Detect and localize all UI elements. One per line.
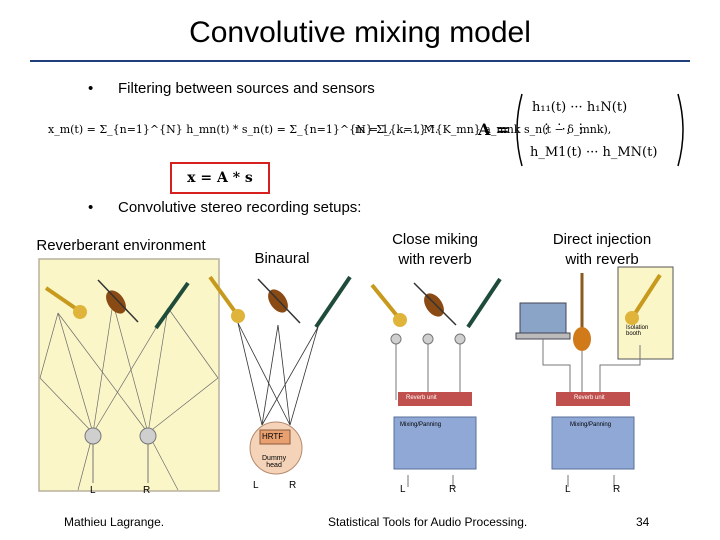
trumpet-icon	[625, 273, 662, 325]
matrix-lhs: A =	[478, 120, 510, 139]
trumpet-icon	[370, 283, 407, 327]
binaural-diagram	[208, 275, 352, 475]
matrix-row-1: h₁₁(t) ··· h₁N(t)	[532, 100, 628, 115]
direct-injection-right-label: R	[613, 484, 621, 495]
violin-icon	[413, 282, 457, 326]
direct-injection-diagram	[515, 266, 674, 487]
bullet-marker: •	[88, 199, 94, 216]
binaural-paths	[237, 322, 319, 426]
direct-injection-left-label: L	[565, 484, 571, 495]
compact-mixing-equation: x = A * s	[170, 162, 270, 194]
bullet-text: Filtering between sources and sensors	[118, 80, 375, 97]
hrtf-block	[259, 429, 291, 445]
mixing-panning-label: Mixing/Panning	[570, 422, 612, 428]
close-miking-right-label: R	[449, 484, 457, 495]
binaural-left-label: L	[253, 480, 259, 491]
footer-course: Statistical Tools for Audio Processing.	[328, 515, 528, 529]
binaural-right-label: R	[289, 480, 297, 491]
reverberant-right-label: R	[143, 485, 151, 496]
reverb-unit-label: Reverb unit	[406, 395, 437, 401]
reflection-paths	[39, 302, 219, 491]
dummy-head-label: Dummy head	[262, 455, 287, 469]
panel-label-binaural: Binaural	[254, 250, 310, 267]
close-miking-diagram	[370, 277, 502, 487]
clarinet-icon	[314, 275, 352, 329]
matrix-row-3: h_M1(t) ··· h_MN(t)	[530, 145, 658, 160]
footer-author: Mathieu Lagrange.	[64, 515, 165, 529]
panel-label-reverberant: Reverberant environment	[36, 237, 206, 254]
reverberant-left-label: L	[90, 485, 96, 496]
close-miking-left-label: L	[400, 484, 406, 495]
clarinet-icon	[466, 277, 502, 329]
panel-label-close-miking: Close miking with reverb	[392, 231, 478, 268]
clarinet-icon	[154, 281, 190, 330]
mixer-block	[551, 416, 635, 470]
title-divider	[30, 60, 690, 62]
mixer-block	[393, 416, 477, 470]
panel-label-direct-injection: Direct injection with reverb	[552, 231, 652, 268]
bullet-marker: •	[88, 80, 94, 97]
matrix-brackets	[516, 93, 684, 167]
index-range: m = 1, . . . , M.	[355, 123, 439, 136]
reverb-unit-label: Reverb unit	[574, 395, 605, 401]
trumpet-icon	[44, 286, 87, 319]
microphone-right-icon	[139, 427, 157, 445]
violin-icon	[97, 279, 139, 323]
violin-icon	[257, 278, 301, 324]
room-outline	[38, 258, 220, 492]
di-cables	[542, 339, 641, 400]
bullet-text: Convolutive stereo recording setups:	[118, 199, 362, 216]
hrtf-label: HRTF	[262, 432, 284, 441]
footer-page-number: 34	[636, 515, 650, 529]
mixing-panning-label: Mixing/Panning	[400, 422, 442, 428]
trumpet-icon	[208, 275, 245, 323]
bass-guitar-icon	[573, 273, 591, 351]
convolutive-model-equation: x_m(t) = Σ_{n=1}^{N} h_mn(t) * s_n(t) = …	[48, 123, 612, 136]
isolation-booth-label: Isolation booth	[626, 325, 649, 337]
close-mic-cables	[395, 344, 461, 400]
reverberant-room-diagram	[38, 258, 220, 492]
isolation-booth	[617, 266, 674, 360]
reverb-unit-block	[398, 392, 472, 406]
reverb-unit-block	[556, 392, 630, 406]
laptop-icon	[515, 302, 571, 340]
microphone-left-icon	[84, 427, 102, 445]
close-mics	[390, 333, 466, 345]
slide-title: Convolutive mixing model	[189, 16, 531, 49]
matrix-row-2: ⋮ ⋱ ⋮	[540, 122, 588, 137]
